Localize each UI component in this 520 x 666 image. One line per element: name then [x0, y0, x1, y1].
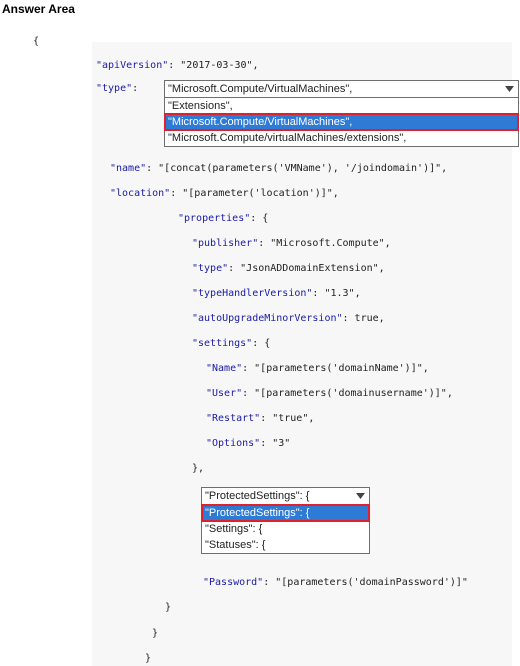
close-brace-2: } — [152, 628, 159, 639]
properties-value: : { — [250, 213, 269, 224]
location-value: : "[parameter('location')]", — [170, 188, 339, 199]
user-key: "User" — [206, 388, 243, 399]
options-key: "Options" — [206, 438, 261, 449]
options-value: : "3" — [260, 438, 291, 449]
password-value: : "[parameters('domainPassword')]" — [263, 577, 468, 588]
name-key: "name" — [110, 163, 147, 174]
publisher-value: : "Microsoft.Compute", — [258, 238, 391, 249]
typehandlerversion-key: "typeHandlerVersion" — [192, 288, 313, 299]
options-line: "Options": "3" — [206, 438, 290, 450]
ptype-key: "type" — [192, 263, 229, 274]
apiversion-value: : "2017-03-30", — [168, 60, 259, 71]
open-brace: { — [33, 36, 40, 47]
chevron-down-icon[interactable] — [501, 82, 517, 96]
autoupgrade-key: "autoUpgradeMinorVersion" — [192, 313, 343, 324]
settings-option-settings[interactable]: "Settings": { — [205, 523, 263, 535]
type-option-virtualmachines[interactable]: "Microsoft.Compute/VirtualMachines", — [164, 113, 519, 131]
apiversion-line: "apiVersion": "2017-03-30", — [96, 60, 259, 72]
user-line: "User": "[parameters('domainusername')]"… — [206, 388, 453, 400]
settings-line: "settings": { — [192, 338, 270, 350]
password-line: "Password": "[parameters('domainPassword… — [203, 577, 468, 589]
properties-line: "properties": { — [178, 213, 268, 225]
domainname-line: "Name": "[parameters('domainName')]", — [206, 363, 429, 375]
type-line: "type": — [96, 83, 138, 95]
settings-dropdown[interactable]: "ProtectedSettings": { "ProtectedSetting… — [201, 487, 370, 554]
location-key: "location" — [110, 188, 171, 199]
type-dropdown[interactable]: "Microsoft.Compute/VirtualMachines", "Ex… — [164, 80, 519, 147]
password-key: "Password" — [203, 577, 264, 588]
settings-value: : { — [252, 338, 271, 349]
name-line: "name": "[concat(parameters('VMName'), '… — [110, 163, 447, 175]
close-brace-3: } — [145, 653, 152, 664]
location-line: "location": "[parameter('location')]", — [110, 188, 339, 200]
restart-line: "Restart": "true", — [206, 413, 314, 425]
type-option-extensions[interactable]: "Extensions", — [168, 100, 233, 112]
name-value: : "[concat(parameters('VMName'), '/joind… — [146, 163, 448, 174]
publisher-key: "publisher" — [192, 238, 259, 249]
type-dropdown-value: "Microsoft.Compute/VirtualMachines", — [168, 83, 353, 95]
settings-key: "settings" — [192, 338, 253, 349]
settings-dropdown-value: "ProtectedSettings": { — [205, 490, 310, 502]
settings-option-protectedsettings[interactable]: "ProtectedSettings": { — [201, 504, 370, 522]
type-option-vm-extensions[interactable]: "Microsoft.Compute/virtualMachines/exten… — [168, 132, 407, 144]
user-value: : "[parameters('domainusername')]", — [242, 388, 453, 399]
answer-area-title: Answer Area — [2, 2, 75, 16]
autoupgrade-line: "autoUpgradeMinorVersion": true, — [192, 313, 385, 325]
domainname-value: : "[parameters('domainName')]", — [242, 363, 429, 374]
publisher-line: "publisher": "Microsoft.Compute", — [192, 238, 391, 250]
properties-key: "properties" — [178, 213, 251, 224]
restart-value: : "true", — [260, 413, 315, 424]
apiversion-key: "apiVersion" — [96, 60, 169, 71]
typehandlerversion-value: : "1.3", — [312, 288, 361, 299]
close-brace-1: } — [165, 602, 172, 613]
settings-option-statuses[interactable]: "Statuses": { — [205, 539, 266, 551]
type-colon: : — [132, 83, 139, 94]
settings-close: }, — [192, 463, 205, 474]
ptype-value: : "JsonADDomainExtension", — [228, 263, 385, 274]
domainname-key: "Name" — [206, 363, 243, 374]
autoupgrade-value: : true, — [342, 313, 385, 324]
typehandlerversion-line: "typeHandlerVersion": "1.3", — [192, 288, 361, 300]
chevron-down-icon[interactable] — [352, 489, 368, 503]
type-dropdown-list: "Extensions", "Microsoft.Compute/Virtual… — [164, 97, 519, 147]
restart-key: "Restart" — [206, 413, 261, 424]
ptype-line: "type": "JsonADDomainExtension", — [192, 263, 385, 275]
settings-dropdown-list: "ProtectedSettings": { "Settings": { "St… — [201, 504, 370, 554]
type-key: "type" — [96, 83, 133, 94]
